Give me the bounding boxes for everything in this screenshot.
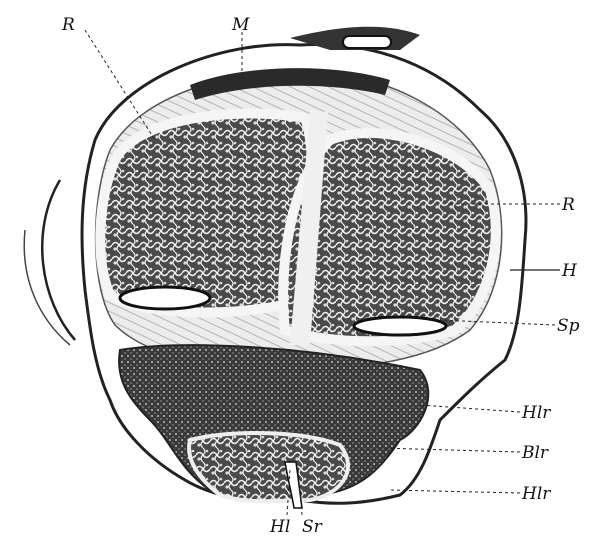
leader-hlr-lower	[390, 490, 520, 493]
corpus-left-vessel	[120, 287, 210, 309]
outer-skin-left-flap	[42, 180, 75, 340]
label-m: M	[231, 15, 250, 35]
label-sr: Sr	[302, 517, 323, 537]
ventral-spongy	[189, 433, 348, 501]
dorsal-vessel	[343, 36, 391, 48]
label-r-right: R	[561, 195, 575, 215]
label-hl: Hl	[269, 517, 290, 537]
label-hlr-upper: Hlr	[521, 403, 551, 423]
label-sp: Sp	[557, 316, 580, 336]
label-h: H	[561, 261, 578, 281]
corpus-right-vessel	[354, 317, 446, 335]
label-blr: Blr	[521, 443, 549, 463]
label-hlr-lower: Hlr	[521, 484, 551, 504]
label-r-top: R	[61, 15, 75, 35]
